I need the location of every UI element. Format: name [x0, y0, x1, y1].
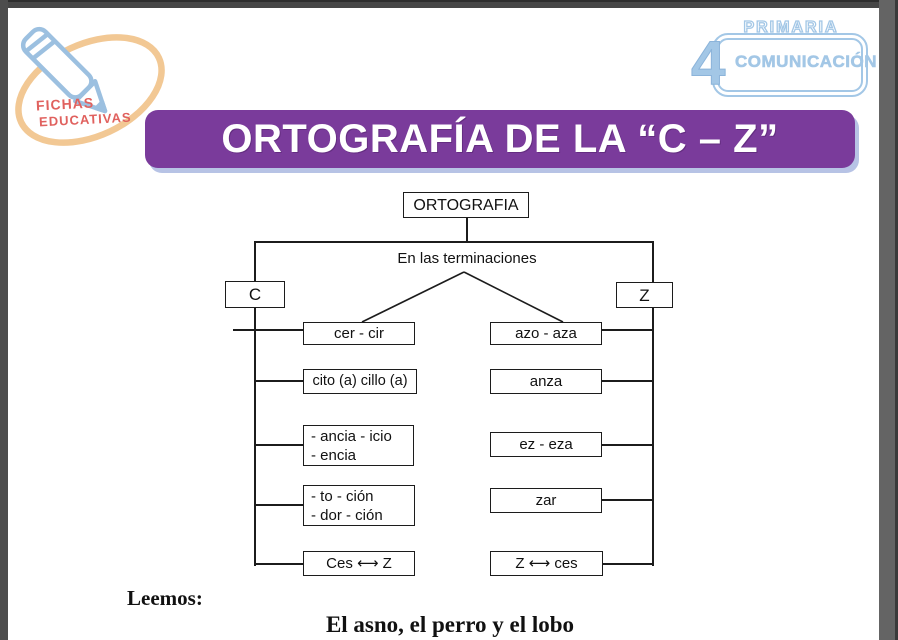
reading-title: El asno, el perro y el lobo — [325, 612, 575, 637]
primaria-comunicacion-badge: PRIMARIA 4 COMUNICACIÓN — [690, 15, 880, 110]
connector-left-vertical — [254, 241, 256, 566]
right-item-box: azo - aza — [490, 322, 602, 345]
page-title: ORTOGRAFÍA DE LA “C – Z” — [221, 116, 779, 161]
stub-right-5 — [603, 563, 653, 565]
title-banner: ORTOGRAFÍA DE LA “C – Z” — [145, 110, 855, 168]
badge-level-label: PRIMARIA — [743, 18, 839, 36]
page-frame-top — [0, 0, 898, 8]
stub-right-3 — [602, 444, 653, 446]
stub-left-5 — [255, 563, 303, 565]
item-line: - ancia - icio — [311, 427, 392, 445]
page-frame-left — [0, 0, 8, 640]
badge-subject-label: COMUNICACIÓN — [735, 52, 877, 72]
item-line: - encia — [311, 446, 357, 464]
diagram-condition-label: En las terminaciones — [397, 250, 537, 267]
fichas-educativas-logo: FICHAS EDUCATIVAS — [0, 8, 190, 158]
item-line: - dor - ción — [311, 506, 383, 524]
item-line: - to - ción — [311, 487, 374, 505]
pencil-icon — [20, 26, 108, 114]
stub-right-4 — [602, 499, 653, 501]
orange-swirl — [15, 34, 165, 146]
right-branch-header-box: Z — [616, 282, 673, 308]
right-item-box: Z ⟷ ces — [490, 551, 603, 576]
left-item-box: - to - ción - dor - ción — [303, 485, 415, 526]
left-item-box: Ces ⟷ Z — [303, 551, 415, 576]
badge-inner-border — [717, 38, 863, 92]
leemos-label: Leemos: — [127, 586, 203, 610]
left-item-box: cer - cir — [303, 322, 415, 345]
stub-right-2 — [602, 380, 653, 382]
right-item-box: anza — [490, 369, 602, 394]
right-item-box: zar — [490, 488, 602, 513]
stub-left-2 — [255, 380, 303, 382]
left-item-box: - ancia - icio - encia — [303, 425, 414, 466]
right-item-box: ez - eza — [490, 432, 602, 457]
badge-outer-border — [712, 33, 868, 97]
page-frame-right — [879, 0, 898, 640]
stub-right-1 — [602, 329, 653, 331]
stub-left-3 — [255, 444, 303, 446]
connector-top-horizontal — [254, 241, 653, 243]
stub-left-1 — [233, 329, 303, 331]
connector-right-vertical — [652, 241, 654, 566]
pencil-swirl-icon — [15, 26, 165, 146]
left-branch-header-box: C — [225, 281, 285, 308]
stub-left-4 — [255, 504, 303, 506]
badge-grade-number: 4 — [690, 29, 726, 98]
left-item-box: cito (a) cillo (a) — [303, 369, 417, 394]
diagram-root-box: ORTOGRAFIA — [403, 192, 529, 218]
connector-root-vertical — [466, 218, 468, 242]
